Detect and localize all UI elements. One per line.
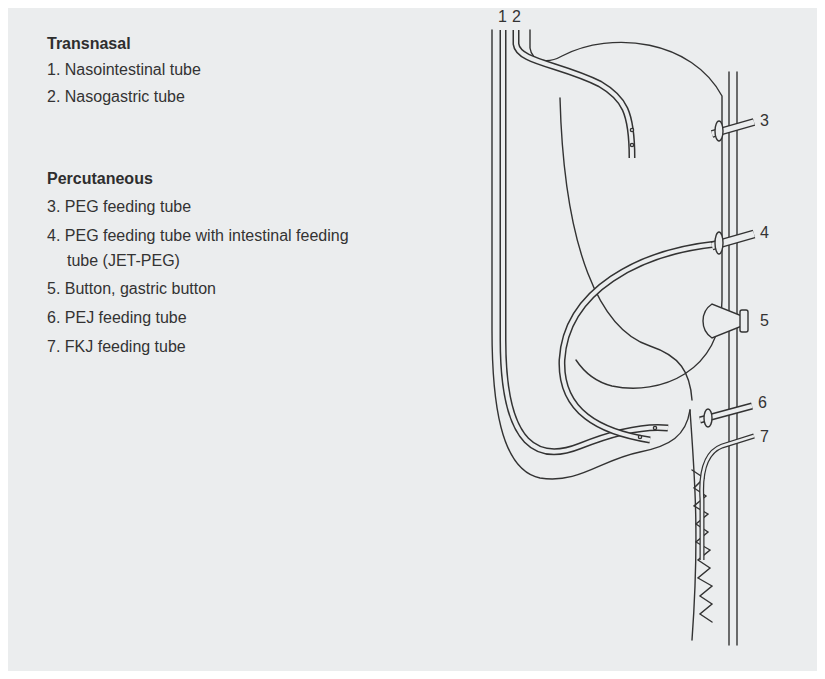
abdominal-wall: [736, 72, 737, 645]
list-item: 5. Button, gastric button: [47, 276, 216, 301]
callout-number: 2: [512, 8, 521, 26]
jet-peg-inner-tube: [562, 244, 716, 440]
jet-peg-bumper: [715, 232, 723, 254]
nasointestinal-tube: [503, 30, 668, 452]
callout-number: 7: [760, 428, 769, 446]
callout-number: 3: [760, 112, 769, 130]
tube-hole: [638, 435, 641, 438]
peg-bumper: [715, 121, 723, 141]
list-item: 2. Nasogastric tube: [47, 84, 185, 109]
fkj-tube: [702, 436, 754, 560]
list-item: 6. PEJ feeding tube: [47, 305, 187, 330]
callout-number: 5: [760, 312, 769, 330]
nasogastric-tube: [516, 30, 632, 158]
list-item: 7. FKJ feeding tube: [47, 334, 186, 359]
tube-hole: [653, 426, 656, 429]
section-heading: Transnasal: [47, 31, 131, 56]
stomach-outline: [530, 30, 722, 388]
pej-bumper: [704, 409, 712, 427]
button-cap: [740, 310, 748, 332]
abdominal-wall: [728, 72, 729, 645]
tube-hole: [630, 128, 633, 131]
callout-number: 1: [498, 8, 507, 26]
callout-number: 4: [760, 224, 769, 242]
list-item: 4. PEG feeding tube with intestinal feed…: [47, 223, 367, 273]
callout-number: 6: [758, 394, 767, 412]
jejunum-outline: [690, 410, 696, 640]
gastric-button: [703, 304, 742, 338]
section-heading: Percutaneous: [47, 166, 153, 191]
list-item: 1. Nasointestinal tube: [47, 57, 201, 82]
tube-hole: [630, 143, 633, 146]
list-item: 3. PEG feeding tube: [47, 194, 191, 219]
